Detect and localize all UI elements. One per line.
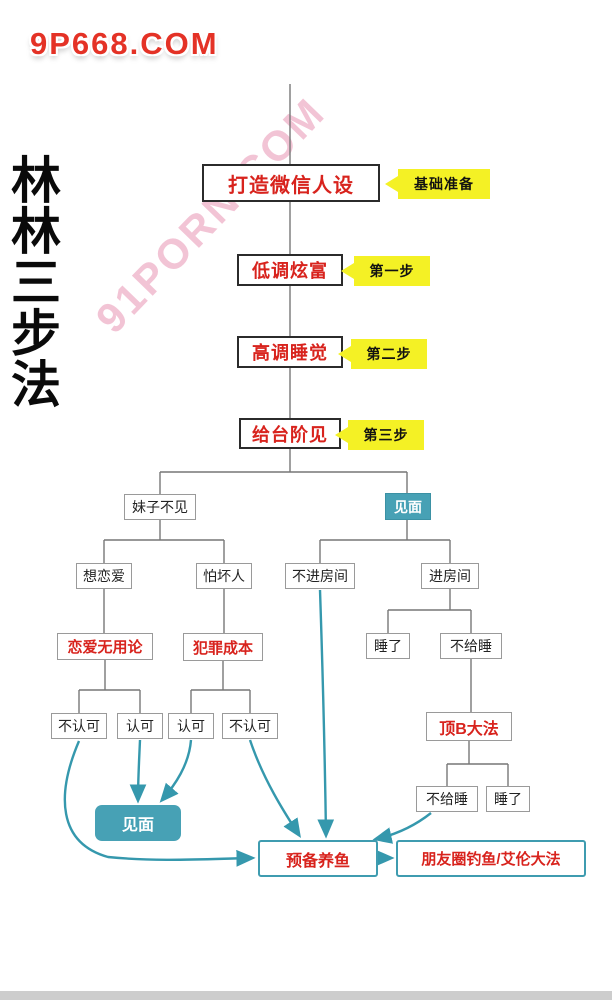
node-build-wechat-persona: 打造微信人设 [202,164,380,202]
arrow-disapprove-right-to-fishing [248,739,301,839]
arrow-approve-right-to-meet [159,739,193,803]
node-no-enter-room: 不进房间 [285,563,355,589]
node-give-stairs-meet: 给台阶见 [239,418,341,449]
node-girl-no-meet: 妹子不见 [124,494,196,520]
node-fear-bad-people: 怕坏人 [196,563,252,589]
node-not-given-sleep-1: 不给睡 [440,633,502,659]
callout-step-one: 第一步 [354,256,430,286]
node-slept-2: 睡了 [486,786,530,812]
node-meet-top: 见面 [385,493,431,520]
side-title: 林林三步法 [11,153,61,413]
watermark-top: 9P668.COM [30,26,219,61]
callout-step-two: 第二步 [351,339,427,369]
node-prepare-fishing: 预备养鱼 [258,840,378,877]
node-enter-room: 进房间 [421,563,479,589]
node-approve-left: 认可 [117,713,163,739]
callout-step-three: 第三步 [348,420,424,450]
node-crime-cost: 犯罪成本 [183,633,263,661]
node-ding-b-method: 顶B大法 [426,712,512,741]
arrow-no-room-to-fishing [317,589,335,839]
node-approve-right: 认可 [168,713,214,739]
arrow-approve-left-to-meet [129,739,147,804]
arrow-disapprove-left-to-fishing [63,740,256,867]
node-lowkey-flaunt-wealth: 低调炫富 [237,254,343,286]
callout-basic-preparation: 基础准备 [398,169,490,199]
node-want-love: 想恋爱 [76,563,132,589]
bottom-gray-bar [0,991,612,1000]
flow-arrows [63,589,432,867]
tree-connectors [78,84,509,786]
node-disapprove-left: 不认可 [51,713,107,739]
node-love-useless-theory: 恋爱无用论 [57,633,153,660]
node-moments-fishing: 朋友圈钓鱼/艾伦大法 [396,840,586,877]
node-disapprove-right: 不认可 [222,713,278,739]
node-not-given-sleep-2: 不给睡 [416,786,478,812]
node-meet-bottom: 见面 [95,805,181,841]
node-slept-1: 睡了 [366,633,410,659]
arrow-no-sleep-to-fishing [372,812,432,844]
node-highkey-sleep: 高调睡觉 [237,336,343,368]
